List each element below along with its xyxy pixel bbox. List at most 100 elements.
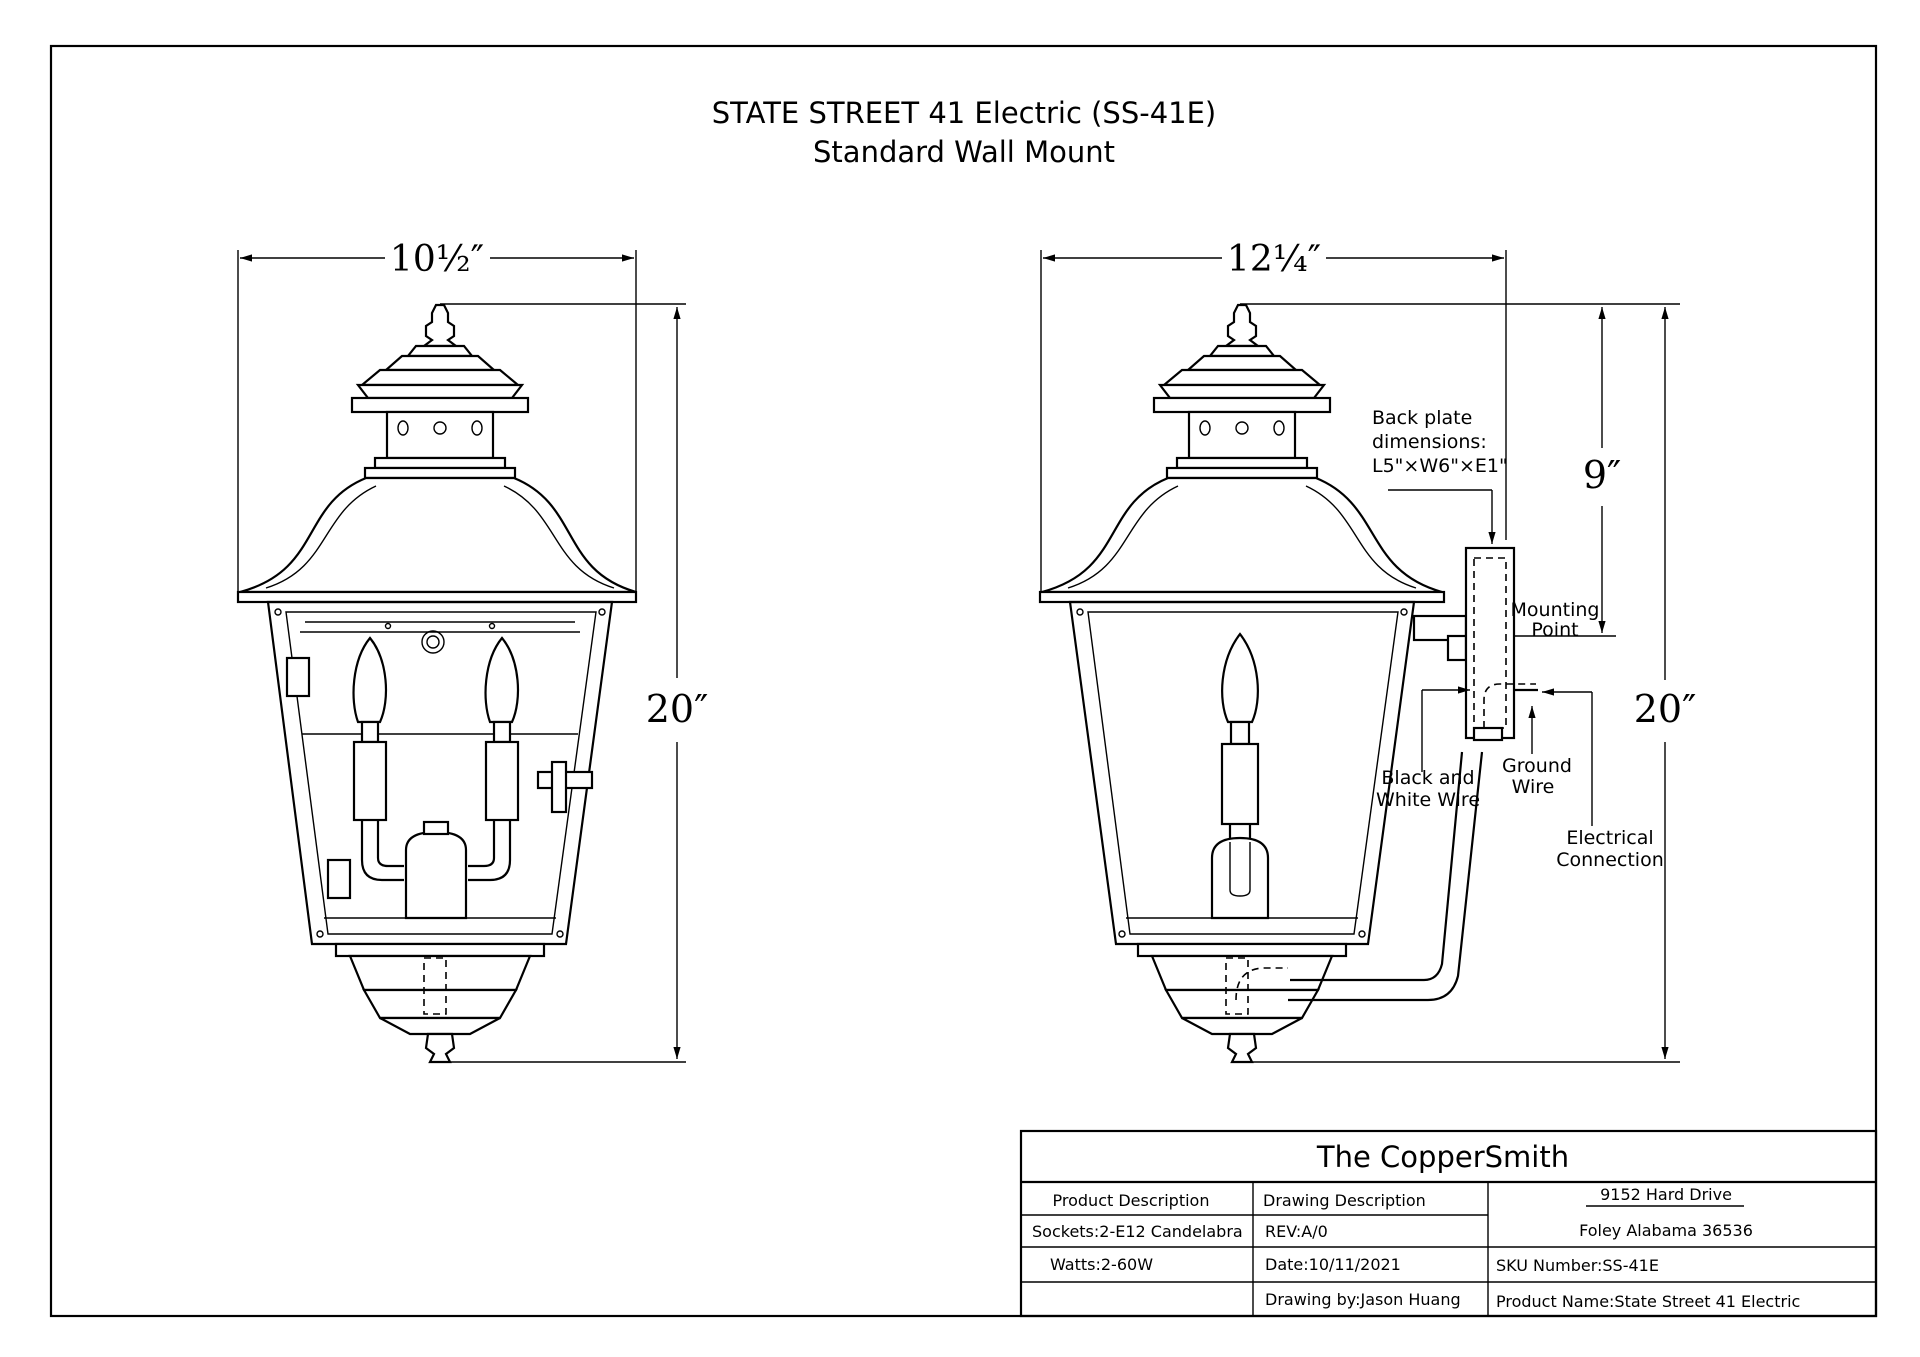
front-candle-flame-left xyxy=(352,636,388,724)
front-hinge-upper xyxy=(285,656,311,698)
side-width-dimension: 12¼″ xyxy=(1227,239,1321,280)
side-wall-arm-inner xyxy=(1290,751,1464,982)
front-cap-step-2 xyxy=(383,354,497,372)
side-bottom-bowl-1 xyxy=(1150,954,1334,992)
front-lantern-body xyxy=(266,600,614,946)
side-top-finial xyxy=(1222,303,1262,348)
mounting-point-label: Mounting xyxy=(1511,599,1600,621)
side-wall-arm-outer xyxy=(1288,751,1484,1002)
front-roof-rim xyxy=(236,590,638,604)
front-chimney-collar-2 xyxy=(363,466,517,480)
side-upper-dimension: 9″ xyxy=(1583,453,1621,497)
side-cap-skirt xyxy=(1157,383,1327,400)
back-plate-label: dimensions: xyxy=(1372,431,1487,453)
front-hinge-lower xyxy=(326,858,352,900)
front-bottom-ring xyxy=(334,942,546,958)
front-candle-flame-right xyxy=(484,636,520,724)
front-bottom-bowl-1 xyxy=(348,954,532,992)
mounting-point-label: Point xyxy=(1531,619,1578,641)
title-block-border xyxy=(1019,1129,1878,1318)
back-plate-dimensions: L5"×W6"×E1" xyxy=(1372,455,1508,477)
side-vent-hole xyxy=(1199,420,1211,436)
title-block: The CopperSmith Product Description Draw… xyxy=(1019,1129,1878,1318)
rivet xyxy=(1400,608,1408,616)
black-white-wire-label: Black and xyxy=(1381,767,1474,789)
side-wire-nut xyxy=(1472,726,1504,742)
front-vent-hole xyxy=(397,420,409,436)
side-view: 12¼″ 9″ 20″ xyxy=(1038,239,1696,1064)
rivet xyxy=(598,608,606,616)
rivet xyxy=(488,622,496,630)
side-chimney-collar-2 xyxy=(1165,466,1319,480)
company-name: The CopperSmith xyxy=(1316,1140,1569,1174)
rivet xyxy=(1118,930,1126,938)
drawing-title: STATE STREET 41 Electric (SS-41E) xyxy=(712,96,1217,130)
side-candle-sleeve xyxy=(1220,742,1260,826)
side-bulb-base xyxy=(1229,720,1251,746)
rivet xyxy=(274,608,282,616)
side-roof xyxy=(1041,476,1443,594)
side-cap-band xyxy=(1152,396,1332,414)
product-description-header: Product Description xyxy=(1053,1191,1210,1210)
front-width-dimension: 10½″ xyxy=(390,239,484,280)
side-vent-hole xyxy=(1273,420,1285,436)
front-chimney-collar xyxy=(373,456,507,470)
side-mount-bolt xyxy=(1446,634,1468,662)
side-roof-rim xyxy=(1038,590,1446,604)
rivet xyxy=(316,930,324,938)
side-cap-step-1 xyxy=(1207,344,1277,358)
front-glass-panel xyxy=(285,611,597,935)
side-vent-hole xyxy=(1235,421,1249,435)
sockets-spec: Sockets:2-E12 Candelabra xyxy=(1032,1222,1243,1241)
side-glass-panel xyxy=(1087,611,1399,935)
side-fuel-cap xyxy=(1210,836,1270,920)
front-roof-inner-line xyxy=(503,485,615,589)
front-top-finial xyxy=(420,303,460,348)
front-socket-bolt xyxy=(421,630,445,654)
front-cap-skirt xyxy=(355,383,525,400)
side-wire-hidden-path xyxy=(1483,683,1536,740)
front-cap-band xyxy=(350,396,530,414)
side-wire-conduit-hidden xyxy=(1225,957,1249,1015)
side-arm-hidden-bend xyxy=(1235,967,1288,1001)
back-plate-label: Back plate xyxy=(1372,407,1472,429)
front-height-dimension: 20″ xyxy=(646,687,709,731)
side-cap-step-2 xyxy=(1185,354,1299,372)
front-latch-plate xyxy=(550,760,568,814)
drawing-description-header: Drawing Description xyxy=(1263,1191,1426,1210)
drawing-date: Date:10/11/2021 xyxy=(1265,1255,1401,1274)
side-roof-inner-line xyxy=(1067,485,1179,589)
rivet xyxy=(1076,608,1084,616)
electrical-connection-label: Connection xyxy=(1556,849,1664,871)
side-arm-loop xyxy=(1229,842,1251,897)
ground-wire-label: Ground xyxy=(1502,755,1572,777)
side-bottom-finial xyxy=(1226,1032,1258,1064)
sku-number: SKU Number:SS-41E xyxy=(1496,1256,1659,1275)
front-view: 10½″ 20″ xyxy=(236,239,709,1064)
front-cap-step-1 xyxy=(405,344,475,358)
side-roof-inner-line xyxy=(1305,485,1417,589)
front-roof xyxy=(239,476,637,594)
front-candle-sleeve-left xyxy=(352,740,388,822)
front-bulb-base-left xyxy=(360,720,380,744)
front-candle-sleeve-right xyxy=(484,740,520,822)
ground-wire-label: Wire xyxy=(1512,776,1555,798)
side-cap-step-3 xyxy=(1160,368,1324,387)
side-candle-flame xyxy=(1221,632,1259,724)
side-bottom-bowl-3 xyxy=(1181,1016,1303,1036)
rivet xyxy=(556,930,564,938)
drawn-by: Drawing by:Jason Huang xyxy=(1265,1290,1461,1309)
product-name: Product Name:State Street 41 Electric xyxy=(1496,1292,1800,1311)
black-white-wire-label: White Wire xyxy=(1376,789,1480,811)
electrical-connection-label: Electrical xyxy=(1566,827,1653,849)
front-roof-inner-line xyxy=(265,485,377,589)
front-arm-left xyxy=(360,820,404,882)
side-chimney-collar xyxy=(1175,456,1309,470)
side-bottom-ring xyxy=(1136,942,1348,958)
front-fuel-cap-top xyxy=(422,820,450,836)
front-arm-right xyxy=(468,820,512,882)
front-bottom-finial xyxy=(424,1032,456,1064)
front-fuel-cap xyxy=(404,830,468,920)
front-vent-hole xyxy=(471,420,483,436)
